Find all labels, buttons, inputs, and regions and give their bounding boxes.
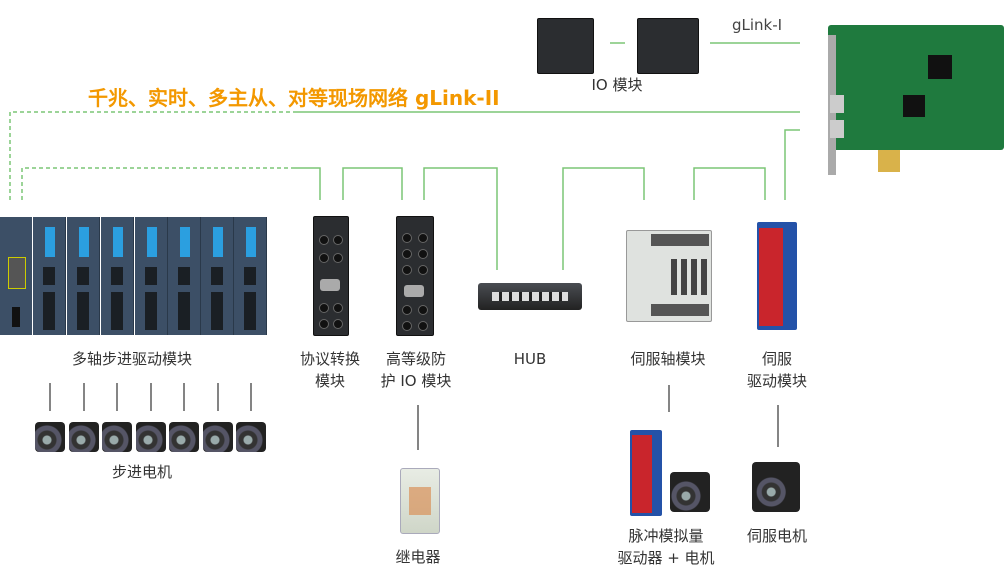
hub-device xyxy=(478,283,582,310)
servo-drive-module-label-line1: 伺服 xyxy=(761,350,793,368)
stepper-motor-icon xyxy=(236,422,266,452)
stepper-motor-icon xyxy=(169,422,199,452)
multi-axis-stepper-label: 多轴步进驱动模块 xyxy=(71,350,193,368)
servo-drive-module-label-line2: 驱动模块 xyxy=(746,372,808,390)
stepper-controller-unit xyxy=(0,217,32,335)
stepper-drive-unit xyxy=(135,217,168,335)
stepper-drive-unit xyxy=(234,217,267,335)
servo-motor-icon xyxy=(752,462,800,512)
servo-motor-icon xyxy=(670,472,710,512)
protocol-converter-label-line2: 模块 xyxy=(314,372,346,390)
link-drive-card xyxy=(784,129,800,200)
link-hub-servo-axis xyxy=(562,167,645,270)
io-module-device xyxy=(637,18,699,74)
stepper-motor-icon xyxy=(102,422,132,452)
high-protection-io-device xyxy=(396,216,434,336)
glink1-label: gLink-I xyxy=(732,16,783,34)
glink2-dashed-trunk xyxy=(9,111,295,200)
pcie-card xyxy=(828,25,1004,175)
glink2-dashed-branch xyxy=(21,167,295,200)
stepper-drive-unit xyxy=(168,217,201,335)
protocol-converter-label-line1: 协议转换 xyxy=(299,350,361,368)
link-io-hub xyxy=(423,167,498,270)
servo-axis-module-device xyxy=(626,230,712,322)
link-protocol-io xyxy=(342,167,403,200)
stepper-motor-icon xyxy=(203,422,233,452)
link-servo-axis-drive xyxy=(693,167,766,200)
servo-axis-module-label: 伺服轴模块 xyxy=(630,350,706,368)
relay-device xyxy=(400,468,440,534)
stepper-drive-unit xyxy=(67,217,100,335)
io-module-device xyxy=(537,18,594,74)
high-protection-io-label-line1: 高等级防 xyxy=(385,350,447,368)
stepper-drive-unit xyxy=(101,217,134,335)
servo-motor-label: 伺服电机 xyxy=(746,527,808,545)
stepper-motor-icon xyxy=(69,422,99,452)
stepper-motor-icon xyxy=(136,422,166,452)
stepper-drive-unit xyxy=(33,217,66,335)
stepper-drive-unit xyxy=(201,217,234,335)
pulse-analog-driver-label-line2: 驱动器 + 电机 xyxy=(617,549,715,567)
high-protection-io-label-line2: 护 IO 模块 xyxy=(380,372,452,390)
relay-label: 继电器 xyxy=(395,548,441,566)
link-protocol xyxy=(295,167,321,200)
pulse-analog-driver-label-line1: 脉冲模拟量 xyxy=(628,527,704,545)
servo-drive-module-device xyxy=(757,222,797,330)
network-title: 千兆、实时、多主从、对等现场网络 gLink-II xyxy=(88,86,500,110)
hub-label: HUB xyxy=(513,350,547,368)
protocol-converter-device xyxy=(313,216,349,336)
pulse-analog-driver-device xyxy=(630,430,662,516)
io-module-label: IO 模块 xyxy=(591,76,643,94)
stepper-motor-label: 步进电机 xyxy=(111,463,173,481)
stepper-motor-icon xyxy=(35,422,65,452)
